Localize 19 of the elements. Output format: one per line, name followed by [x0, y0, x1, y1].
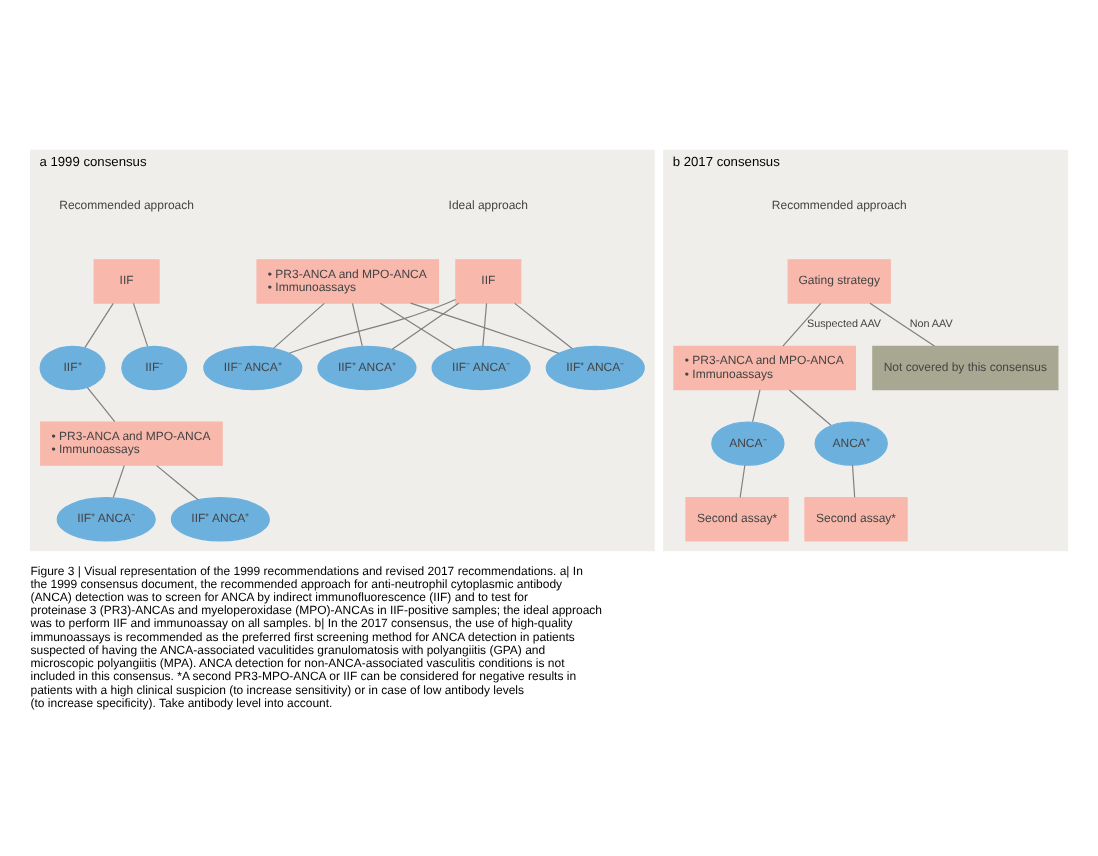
connector [869, 302, 935, 347]
connector [482, 302, 488, 347]
connector [514, 302, 573, 350]
connector [391, 302, 460, 350]
connector [788, 389, 832, 426]
connector [112, 465, 125, 499]
connector [84, 302, 114, 348]
connector [782, 302, 822, 347]
connector [739, 464, 746, 498]
connector [86, 387, 116, 423]
connector [351, 302, 363, 347]
connector [288, 298, 457, 354]
connector [132, 302, 149, 347]
connector [851, 464, 856, 498]
connector [410, 302, 560, 354]
connector [379, 302, 455, 351]
connector [752, 389, 761, 423]
connector [156, 465, 199, 501]
connector [273, 302, 325, 349]
